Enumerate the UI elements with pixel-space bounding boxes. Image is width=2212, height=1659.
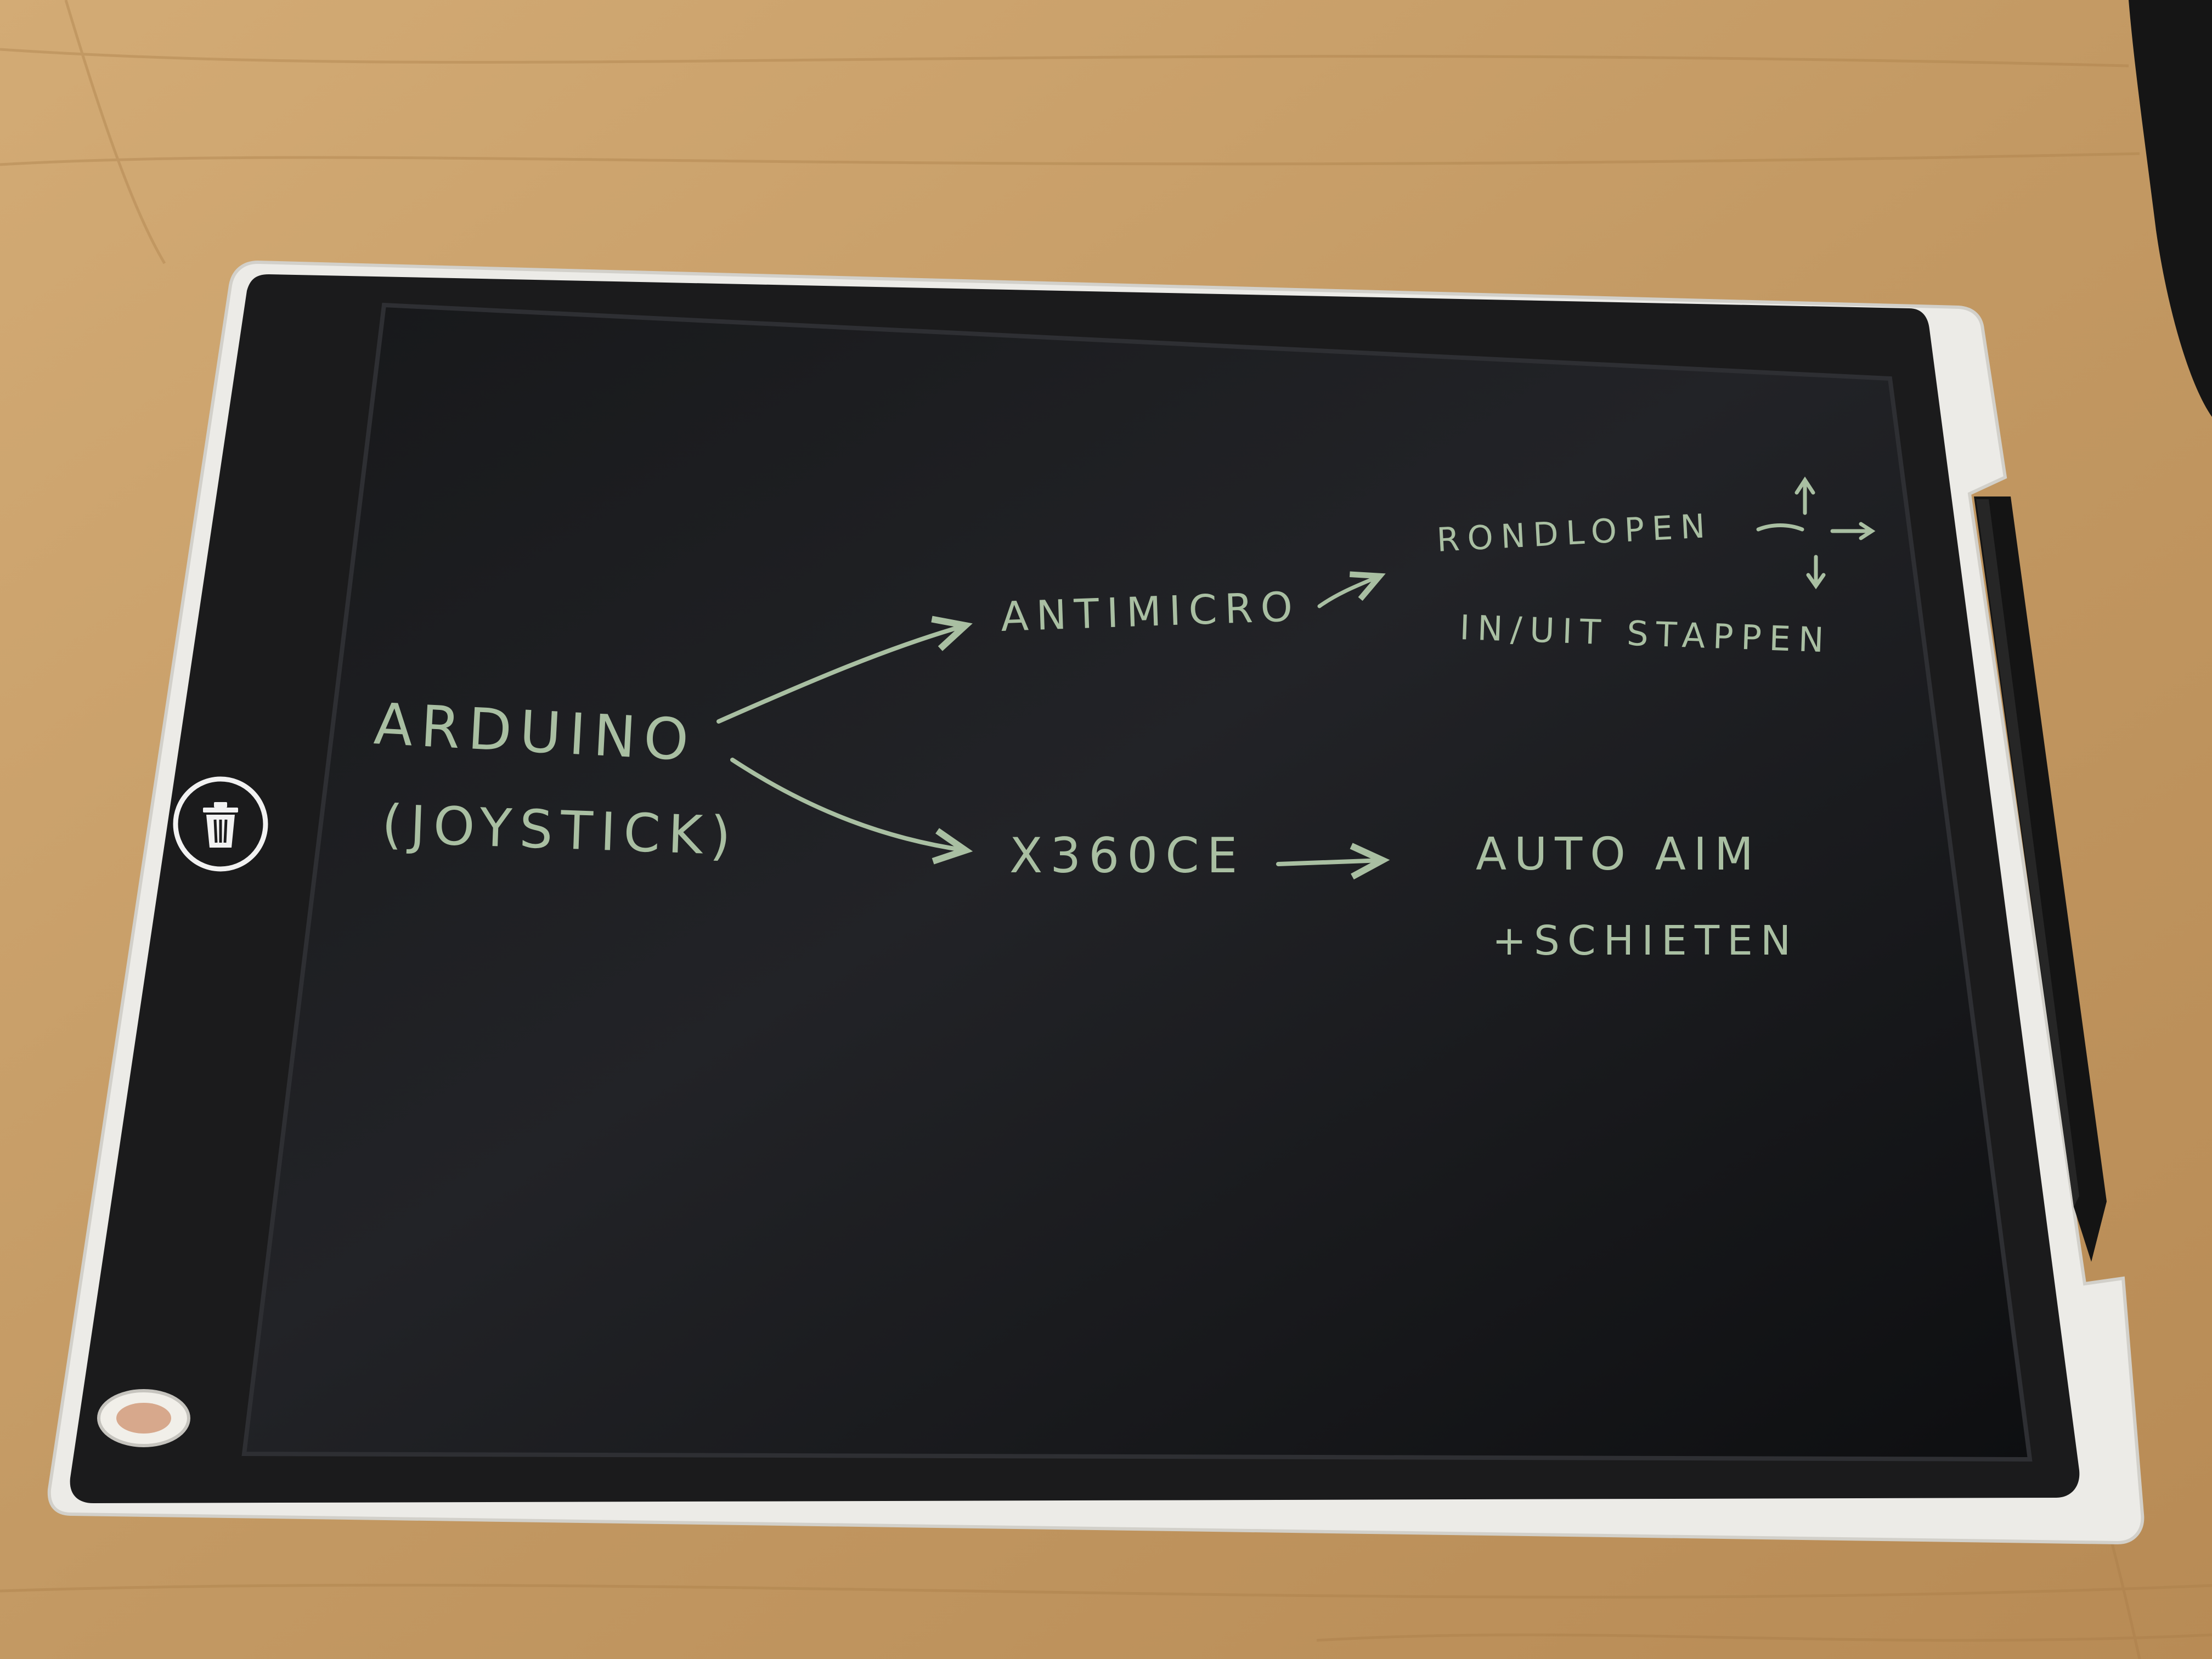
arrow-to-x360ce [730, 758, 973, 865]
note-antimicro: ANTIMICRO [1000, 583, 1301, 641]
writing-screen [241, 302, 2033, 1462]
handwritten-notes: ARDUINO (JOYSTICK) ANTIMICRO RONDLOPEN I… [373, 476, 1876, 964]
arrow-to-rondlopen [1317, 571, 1386, 608]
clear-button[interactable] [173, 776, 268, 872]
arrow-to-auto-aim [1276, 843, 1390, 880]
note-x360ce: X360CE [1009, 827, 1245, 884]
note-auto-aim: AUTO AIM [1476, 828, 1761, 881]
note-schieten: +SCHIETEN [1492, 917, 1798, 964]
direction-arrows-icon [1756, 476, 1876, 590]
lock-switch[interactable] [97, 1389, 190, 1447]
stylus-pen[interactable] [1974, 496, 2107, 1262]
note-joystick: (JOYSTICK) [381, 793, 740, 867]
arrow-to-antimicro [716, 616, 973, 724]
dark-object-top-right [2129, 0, 2212, 417]
